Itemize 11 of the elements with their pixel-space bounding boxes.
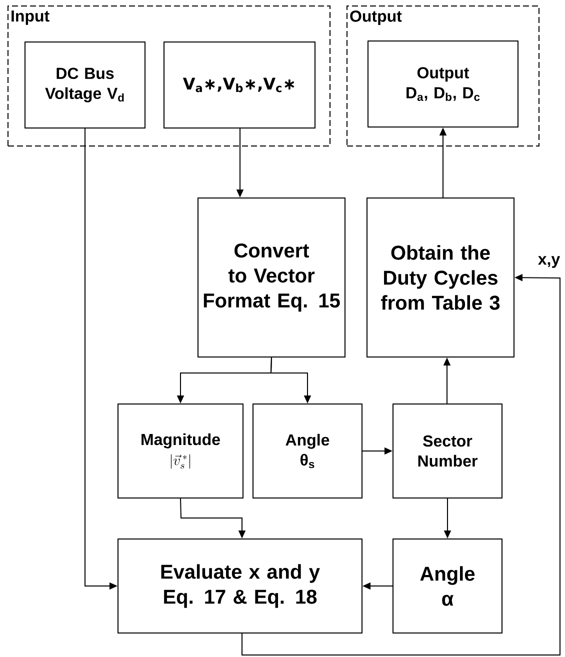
edge-label: x,y: [536, 255, 562, 269]
process-box: Sector Number: [392, 404, 502, 498]
process-box: V$_{a}$∗,V$_{b}$∗,V$_{c}$∗: [164, 42, 316, 128]
process-box: Obtain the Duty Cycles from Table 3: [366, 198, 514, 358]
process-box: Convert to Vector Format Eq. 15: [198, 198, 346, 358]
process-box: Output D$_{a}$, D$_{b}$, D$_{c}$: [368, 40, 518, 128]
process-box: DC Bus Voltage V$_{d}$: [24, 42, 146, 128]
process-box: Angle θ$_{s}$: [252, 404, 362, 498]
process-box: Magnitude $\left|\vec{v}_{s}^{\,*}\right|$: [118, 404, 244, 498]
process-box: Angle α: [392, 538, 502, 634]
process-box: Evaluate x and y Eq. 17 & Eq. 18: [118, 538, 362, 634]
